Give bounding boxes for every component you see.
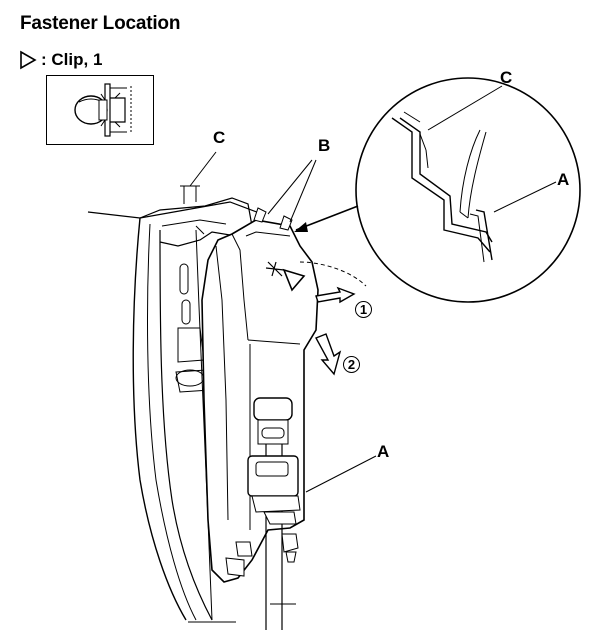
page-title: Fastener Location [20,13,181,34]
step-2-marker: 2 [343,356,360,373]
callout-c-detail: C [500,68,513,87]
callout-a-detail: A [557,170,570,189]
legend: : Clip, 1 [19,50,102,70]
step-1-marker: 1 [355,301,372,318]
clip-detail-inset [46,75,154,145]
callout-a-bottom: A [377,442,390,461]
clip-icon [74,83,132,137]
callout-c-top: C [213,128,226,147]
triangle-outline-icon [20,50,37,70]
callout-b: B [318,136,331,155]
legend-label: : Clip, 1 [41,50,103,69]
